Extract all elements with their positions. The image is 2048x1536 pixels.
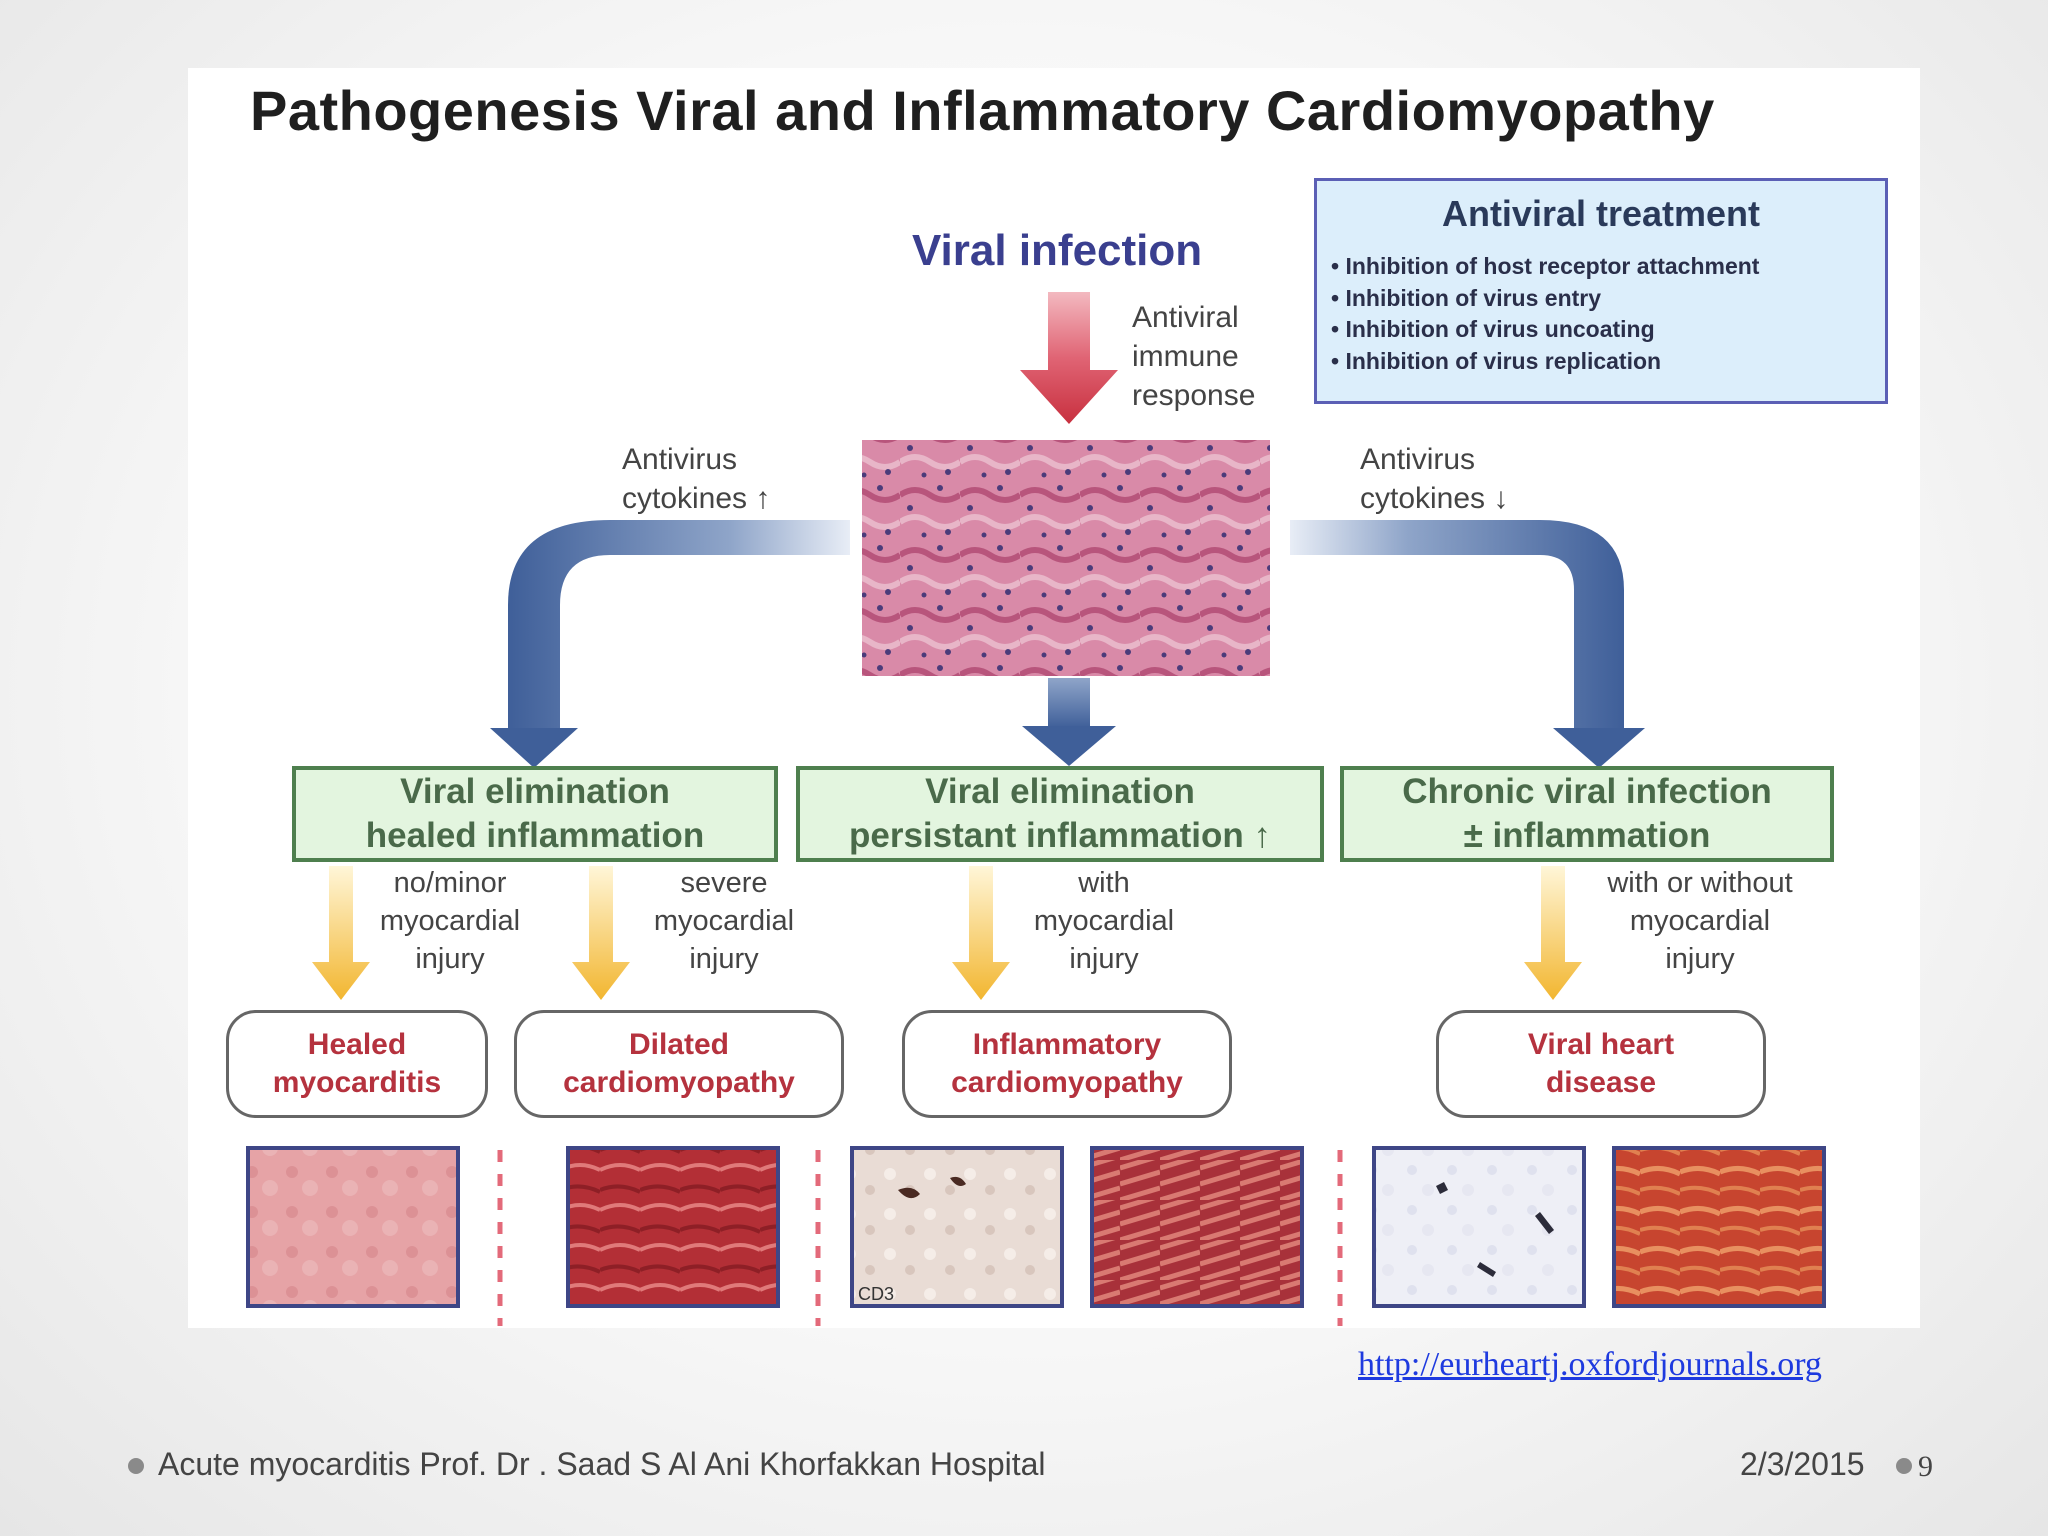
treatment-list: Inhibition of host receptor attachment I… bbox=[1331, 251, 1759, 377]
footer-text: Acute myocarditis Prof. Dr . Saad S Al A… bbox=[158, 1446, 1046, 1482]
histology-thumbnail bbox=[246, 1146, 460, 1308]
injury-label: with or without myocardial injury bbox=[1607, 867, 1793, 975]
antiviral-treatment-box: Antiviral treatment Inhibition of host r… bbox=[1314, 178, 1888, 404]
outcome-viral-heart-disease: Viral heart disease bbox=[1436, 1010, 1766, 1118]
histology-thumbnail bbox=[1090, 1146, 1304, 1308]
page-number: 9 bbox=[1918, 1450, 1933, 1483]
antiviral-immune-response-label: Antiviral immune response bbox=[1132, 301, 1256, 412]
right-blue-arrow-icon bbox=[1290, 520, 1645, 768]
histology-thumbnail bbox=[566, 1146, 780, 1308]
outcome-healed-myocarditis: Healed myocarditis bbox=[226, 1010, 488, 1118]
yellow-arrow-icon bbox=[1524, 866, 1582, 1000]
treatment-item: Inhibition of virus entry bbox=[1331, 283, 1759, 315]
antiviral-treatment-title: Antiviral treatment bbox=[1441, 193, 1761, 234]
bullet-icon bbox=[128, 1458, 144, 1474]
yellow-arrow-icon bbox=[572, 866, 630, 1000]
stage-box-healed: Viral elimination healed inflammation bbox=[292, 766, 778, 862]
treatment-item: Inhibition of host receptor attachment bbox=[1331, 251, 1759, 283]
outcome-inflammatory-cardiomyopathy: Inflammatory cardiomyopathy bbox=[902, 1010, 1232, 1118]
stain-mark bbox=[898, 1176, 966, 1199]
stage-box-chronic: Chronic viral infection ± inflammation bbox=[1340, 766, 1834, 862]
source-link[interactable]: http://eurheartj.oxfordjournals.org bbox=[1358, 1346, 1822, 1383]
viral-infection-label: Viral infection bbox=[912, 226, 1203, 275]
stage-box-persistent: Viral elimination persistant inflammatio… bbox=[796, 766, 1324, 862]
cytokines-down-label: Antivirus cytokines ↓ bbox=[1360, 443, 1509, 515]
injury-label: with myocardial injury bbox=[1033, 867, 1175, 975]
treatment-item: Inhibition of virus replication bbox=[1331, 346, 1759, 378]
red-arrow-icon bbox=[1020, 292, 1118, 424]
cytokines-up-label: Antivirus cytokines ↑ bbox=[622, 443, 771, 515]
yellow-arrow-icon bbox=[952, 866, 1010, 1000]
footer-date: 2/3/2015 bbox=[1740, 1446, 1865, 1482]
figure-title: Pathogenesis Viral and Inflammatory Card… bbox=[250, 79, 1715, 142]
outcome-dilated-cardiomyopathy: Dilated cardiomyopathy bbox=[514, 1010, 844, 1118]
stain-label: CD3 bbox=[858, 1284, 894, 1304]
histology-thumbnail bbox=[850, 1146, 1064, 1308]
treatment-item: Inhibition of virus uncoating bbox=[1331, 314, 1759, 346]
left-blue-arrow-icon bbox=[490, 520, 850, 768]
histology-thumbnail bbox=[1612, 1146, 1826, 1308]
bullet-icon bbox=[1896, 1458, 1912, 1474]
center-blue-arrow-icon bbox=[1022, 678, 1116, 766]
injury-label: severe myocardial injury bbox=[653, 867, 795, 975]
yellow-arrow-icon bbox=[312, 866, 370, 1000]
histology-image bbox=[862, 440, 1270, 676]
histology-thumbnail bbox=[1372, 1146, 1586, 1308]
injury-label: no/minor myocardial injury bbox=[379, 867, 521, 975]
